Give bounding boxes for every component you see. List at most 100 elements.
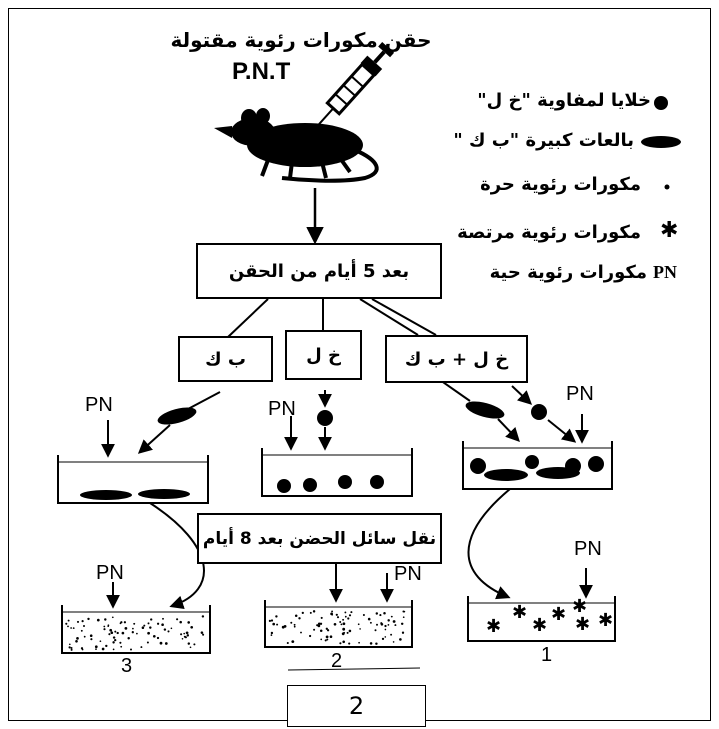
free-bacteria-dot <box>163 628 167 631</box>
free-bacteria-dot <box>114 638 117 642</box>
free-bacteria-dot <box>70 646 73 650</box>
legend-live-bacteria: مكورات رئوية حية <box>489 262 647 283</box>
free-bacteria-dot <box>130 648 132 651</box>
free-bacteria-dot <box>65 622 68 625</box>
free-bacteria-dot <box>119 641 122 644</box>
free-bacteria-dot <box>136 632 138 635</box>
free-bacteria-dot <box>131 631 134 634</box>
free-bacteria-dot <box>101 647 105 651</box>
free-bacteria-dot <box>384 636 387 638</box>
free-bacteria-dot <box>167 630 170 633</box>
free-bacteria-dot <box>294 614 298 618</box>
free-bacteria-dot <box>179 620 182 624</box>
free-bacteria-dot <box>350 611 353 614</box>
free-bacteria-dot <box>379 614 382 617</box>
free-bacteria-dot <box>301 611 304 615</box>
legend-ellipse-icon <box>641 136 681 148</box>
free-bacteria-dot <box>290 621 293 624</box>
free-bacteria-dot <box>164 642 168 645</box>
free-bacteria-dot <box>348 642 351 645</box>
free-bacteria-dot <box>317 624 321 628</box>
free-bacteria-dot <box>89 634 93 637</box>
free-bacteria-dot <box>392 641 395 643</box>
free-bacteria-dot <box>300 631 302 634</box>
free-bacteria-dot <box>402 610 405 613</box>
free-bacteria-dot <box>276 623 279 626</box>
free-bacteria-dot <box>103 625 106 628</box>
free-bacteria-dot <box>325 635 329 639</box>
cell-box-both: خ ل + ب ك <box>385 335 528 383</box>
legend-macrophages: بالعات كبيرة "ب ك " <box>453 130 634 151</box>
free-bacteria-dot <box>383 612 386 615</box>
free-bacteria-dot <box>72 627 75 629</box>
free-bacteria-dot <box>348 614 352 617</box>
arrow-both-mac <box>497 418 520 443</box>
free-bacteria-dot <box>105 644 108 648</box>
free-bacteria-dot <box>369 642 373 645</box>
free-bacteria-dot <box>187 621 190 624</box>
free-bacteria-dot <box>202 633 205 636</box>
free-bacteria-dot <box>275 615 278 618</box>
free-bacteria-dot <box>313 628 316 631</box>
free-bacteria-dot <box>133 622 136 625</box>
free-bacteria-dot <box>293 623 296 626</box>
free-bacteria-dot <box>319 622 323 625</box>
free-bacteria-dot <box>156 636 160 640</box>
free-bacteria-dot <box>342 618 345 621</box>
free-bacteria-dot <box>75 639 78 643</box>
free-bacteria-dot <box>270 631 274 635</box>
free-bacteria-dot <box>340 623 343 626</box>
free-bacteria-dot <box>268 619 272 623</box>
step-transfer-8-days: نقل سائل الحضن بعد 8 أيام <box>197 513 442 564</box>
free-bacteria-dot <box>95 648 97 650</box>
culture-tube-lym <box>261 448 413 497</box>
free-bacteria-dot <box>96 618 100 622</box>
free-bacteria-dot <box>127 636 130 640</box>
free-bacteria-dot <box>114 630 117 633</box>
free-bacteria-dot <box>68 643 71 646</box>
free-bacteria-dot <box>335 613 338 616</box>
free-bacteria-dot <box>99 640 102 643</box>
free-bacteria-dot <box>401 631 405 634</box>
free-bacteria-dot <box>331 613 334 616</box>
free-bacteria-dot <box>146 641 149 644</box>
free-bacteria-dot <box>325 627 328 630</box>
free-bacteria-dot <box>339 642 342 645</box>
free-bacteria-dot <box>162 617 164 620</box>
svg-text:✱: ✱ <box>598 610 613 631</box>
free-bacteria-dot <box>312 610 316 613</box>
free-bacteria-dot <box>147 622 150 625</box>
legend-star-icon: ✱ <box>660 218 678 243</box>
free-bacteria-dot <box>293 625 296 628</box>
free-bacteria-dot <box>81 620 84 623</box>
legend-live-bacteria-prefix: PN <box>653 262 677 282</box>
free-bacteria-dot <box>376 623 378 626</box>
free-bacteria-dot <box>320 638 323 641</box>
free-bacteria-dot <box>346 631 349 634</box>
free-bacteria-dot <box>402 616 405 619</box>
free-bacteria-dot <box>149 626 152 629</box>
line-to-both-b <box>371 298 437 336</box>
free-bacteria-dot <box>120 645 123 648</box>
pn-label-2: PN <box>394 563 422 585</box>
result-tube-1: ✱ ✱ ✱ ✱ ✱ ✱ ✱ <box>467 596 616 642</box>
free-bacteria-dot <box>309 634 312 638</box>
tube-number-3: 3 <box>121 655 133 677</box>
free-bacteria-dot <box>68 646 71 649</box>
result-tube-3 <box>61 605 211 654</box>
free-bacteria-dot <box>185 631 189 635</box>
pn-label-mac: PN <box>85 394 113 416</box>
free-bacteria-dot <box>141 626 145 629</box>
free-bacteria-dot <box>116 631 119 635</box>
free-bacteria-dot <box>109 628 113 632</box>
culture-tube-both <box>462 441 613 490</box>
free-bacteria-dot <box>394 624 397 627</box>
free-bacteria-dot <box>367 617 371 621</box>
pnt-label: P.N.T <box>232 58 291 85</box>
free-bacteria-dot <box>90 638 93 641</box>
free-bacteria-dot <box>110 631 114 635</box>
free-bacteria-dot <box>150 618 153 621</box>
free-bacteria-dot <box>112 641 115 644</box>
free-bacteria-dot <box>374 629 377 632</box>
free-bacteria-dot <box>70 648 73 651</box>
